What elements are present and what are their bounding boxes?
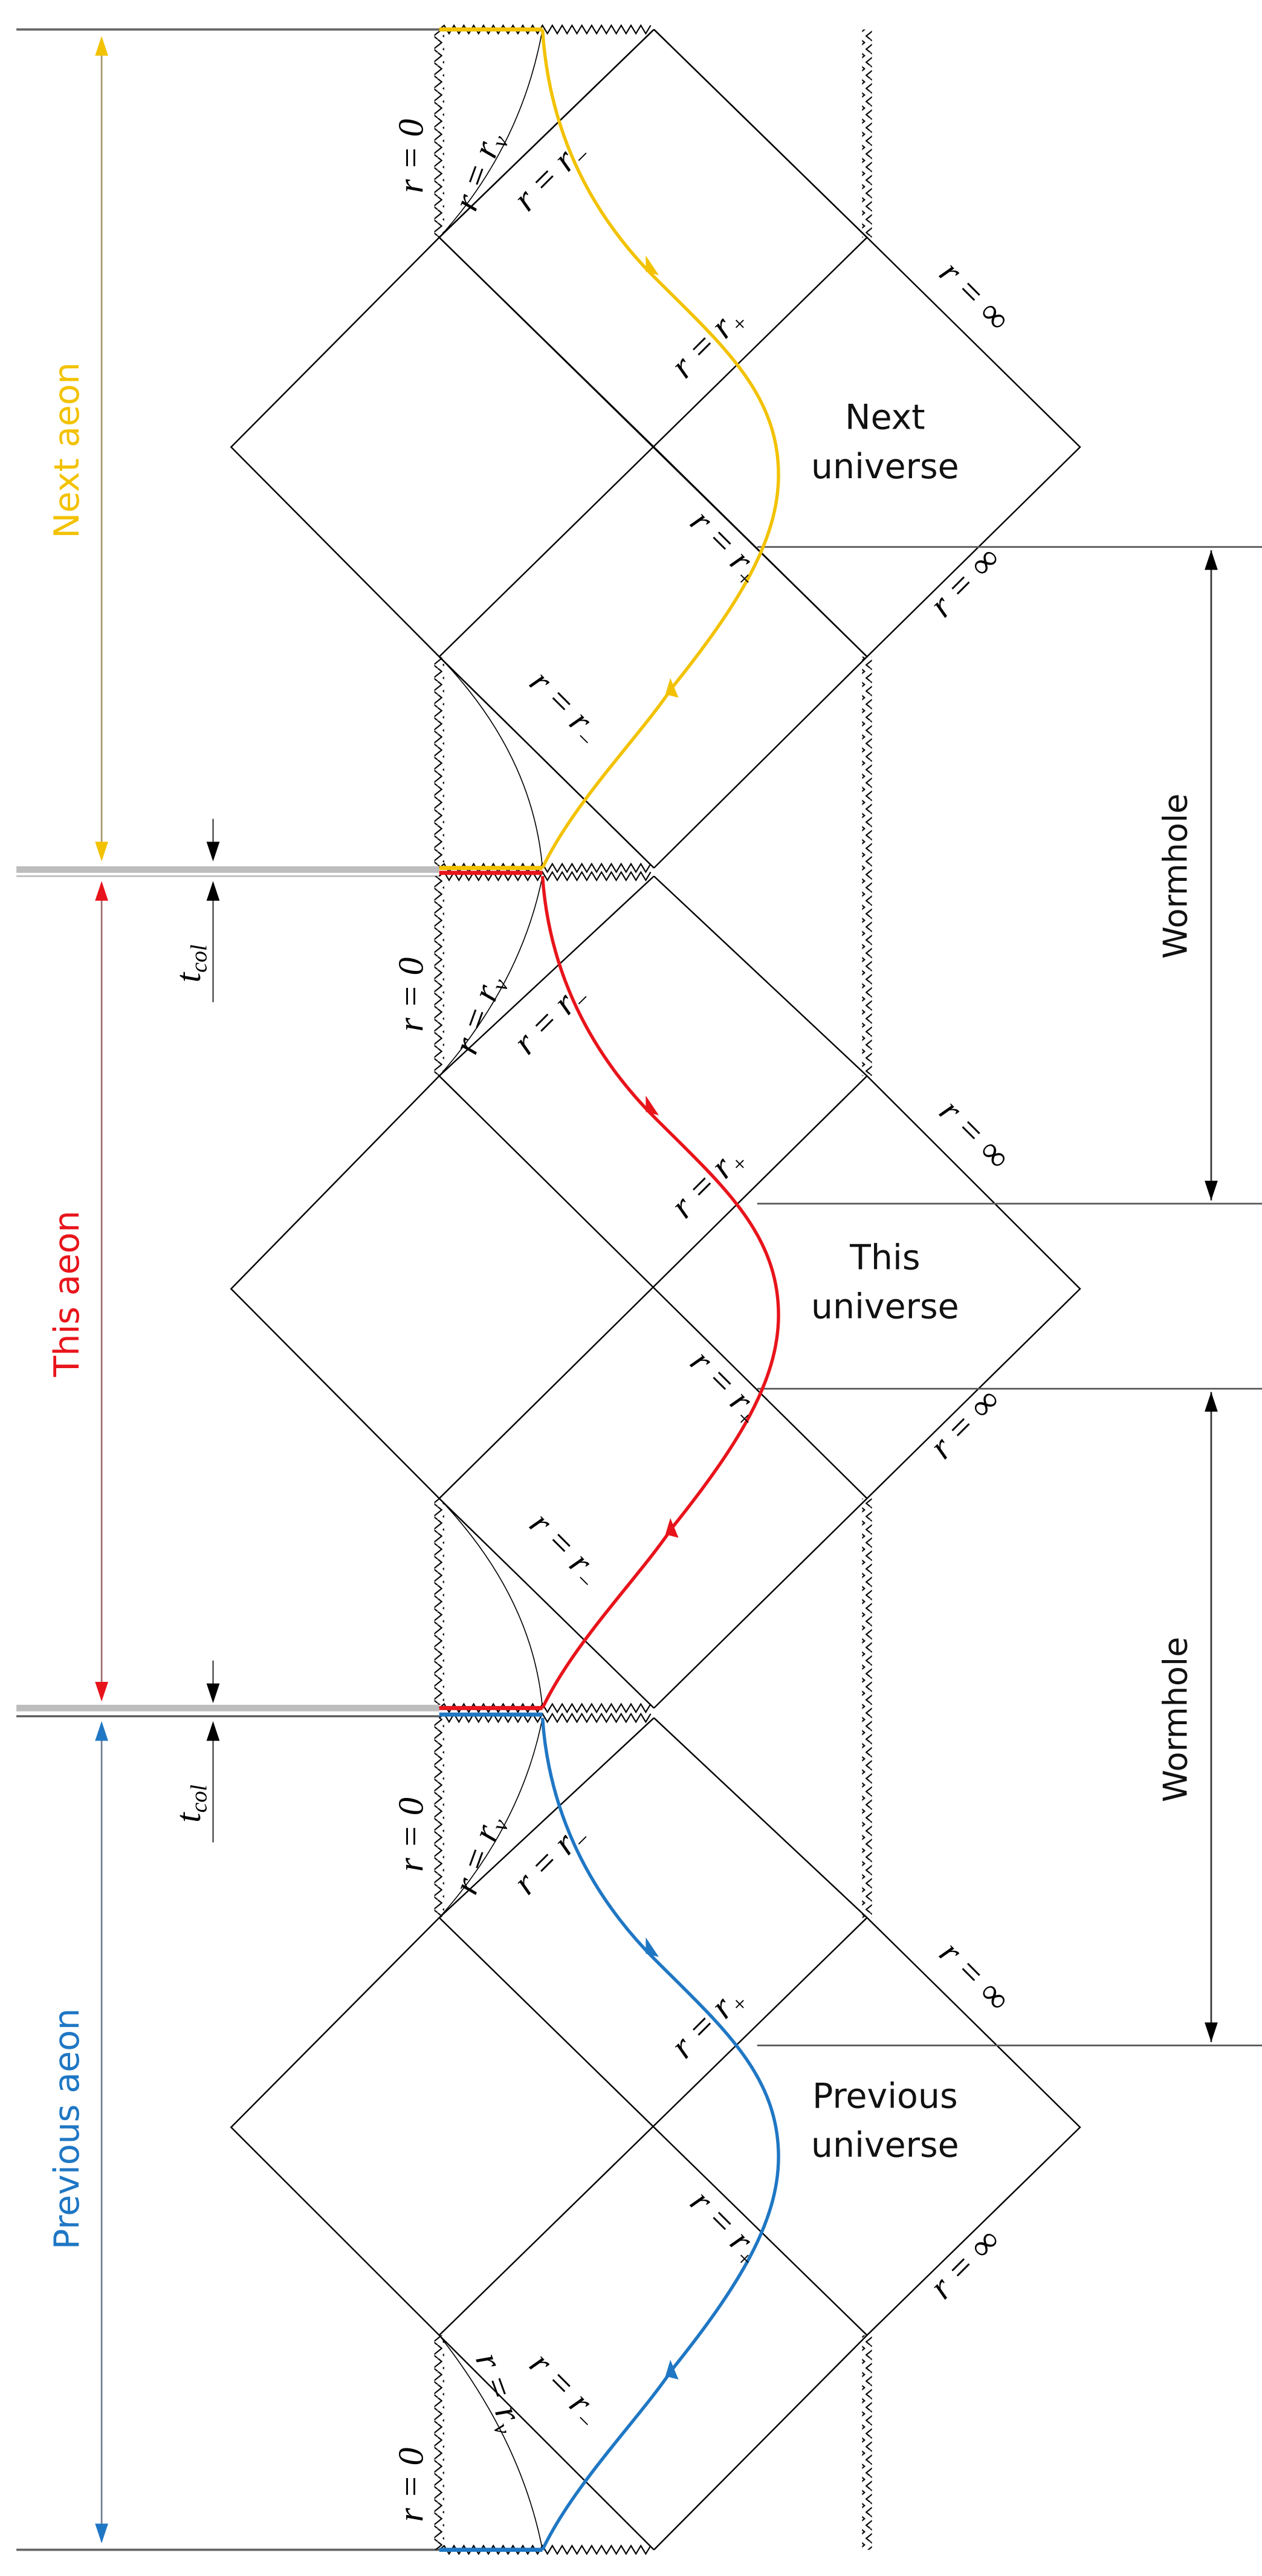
- svg-text:This: This: [849, 1238, 920, 1277]
- svg-text:r = r+: r = r+: [662, 1137, 754, 1228]
- svg-text:universe: universe: [811, 447, 959, 487]
- singularity-r0: [434, 29, 444, 2550]
- svg-text:r = ∞: r = ∞: [932, 253, 1018, 339]
- svg-text:tcol: tcol: [168, 944, 212, 982]
- svg-text:r = r−: r = r−: [505, 1813, 597, 1905]
- r-nu-curves: [439, 29, 543, 2550]
- aeon-labels: Next aeon This aeon Previous aeon: [47, 362, 87, 2250]
- aeon-label-this: This aeon: [47, 1210, 87, 1377]
- svg-text:r = r+: r = r+: [680, 1342, 772, 1433]
- svg-text:r = ∞: r = ∞: [921, 539, 1008, 625]
- trajectory-previous: [439, 1712, 780, 2552]
- horizontal-singularities: [439, 24, 652, 2555]
- svg-text:r = ∞: r = ∞: [921, 1380, 1008, 1467]
- aeon-boundaries: [16, 28, 439, 2551]
- svg-text:r = r+: r = r+: [680, 2182, 772, 2274]
- svg-text:Previous: Previous: [812, 2076, 958, 2116]
- aeon-label-previous: Previous aeon: [47, 2008, 87, 2250]
- universe-labels: Next universe This universe Previous uni…: [811, 398, 959, 2166]
- svg-text:r = rν: r = rν: [445, 1809, 514, 1900]
- svg-text:universe: universe: [811, 1287, 959, 1327]
- svg-text:r = r−: r = r−: [505, 129, 597, 221]
- svg-text:tcol: tcol: [168, 1785, 212, 1823]
- svg-text:r = r+: r = r+: [662, 1977, 754, 2069]
- aeon-label-next: Next aeon: [47, 362, 87, 538]
- svg-text:universe: universe: [811, 2126, 959, 2166]
- wormhole-label-upper: Wormhole: [1156, 794, 1194, 959]
- tcol-marker-lower: tcol: [168, 1660, 220, 1843]
- svg-text:r = 0: r = 0: [391, 1797, 431, 1872]
- svg-text:r = ∞: r = ∞: [932, 1933, 1018, 2019]
- svg-text:r = rν: r = rν: [445, 126, 514, 217]
- svg-text:r = r−: r = r−: [519, 2344, 611, 2436]
- aeon-span-arrows: [95, 36, 108, 2543]
- svg-text:r = 0: r = 0: [391, 118, 431, 193]
- penrose-lines: [230, 28, 1081, 2551]
- svg-text:r = r−: r = r−: [519, 662, 611, 754]
- singularity-right: [862, 29, 872, 2550]
- svg-text:Next: Next: [845, 398, 925, 438]
- svg-text:r = ∞: r = ∞: [921, 2221, 1008, 2307]
- svg-text:r = 0: r = 0: [391, 2447, 431, 2522]
- svg-text:r = 0: r = 0: [391, 957, 431, 1031]
- wormhole-label-lower: Wormhole: [1156, 1637, 1194, 1802]
- svg-text:r = r+: r = r+: [662, 297, 754, 389]
- svg-text:r = ∞: r = ∞: [932, 1091, 1018, 1178]
- wormhole-markers: Wormhole Wormhole: [757, 546, 1262, 2046]
- trajectory-next: [439, 27, 780, 871]
- svg-text:r = rν: r = rν: [464, 2347, 533, 2438]
- tcol-marker-upper: tcol: [168, 819, 220, 1002]
- svg-text:r = r−: r = r−: [519, 1504, 611, 1595]
